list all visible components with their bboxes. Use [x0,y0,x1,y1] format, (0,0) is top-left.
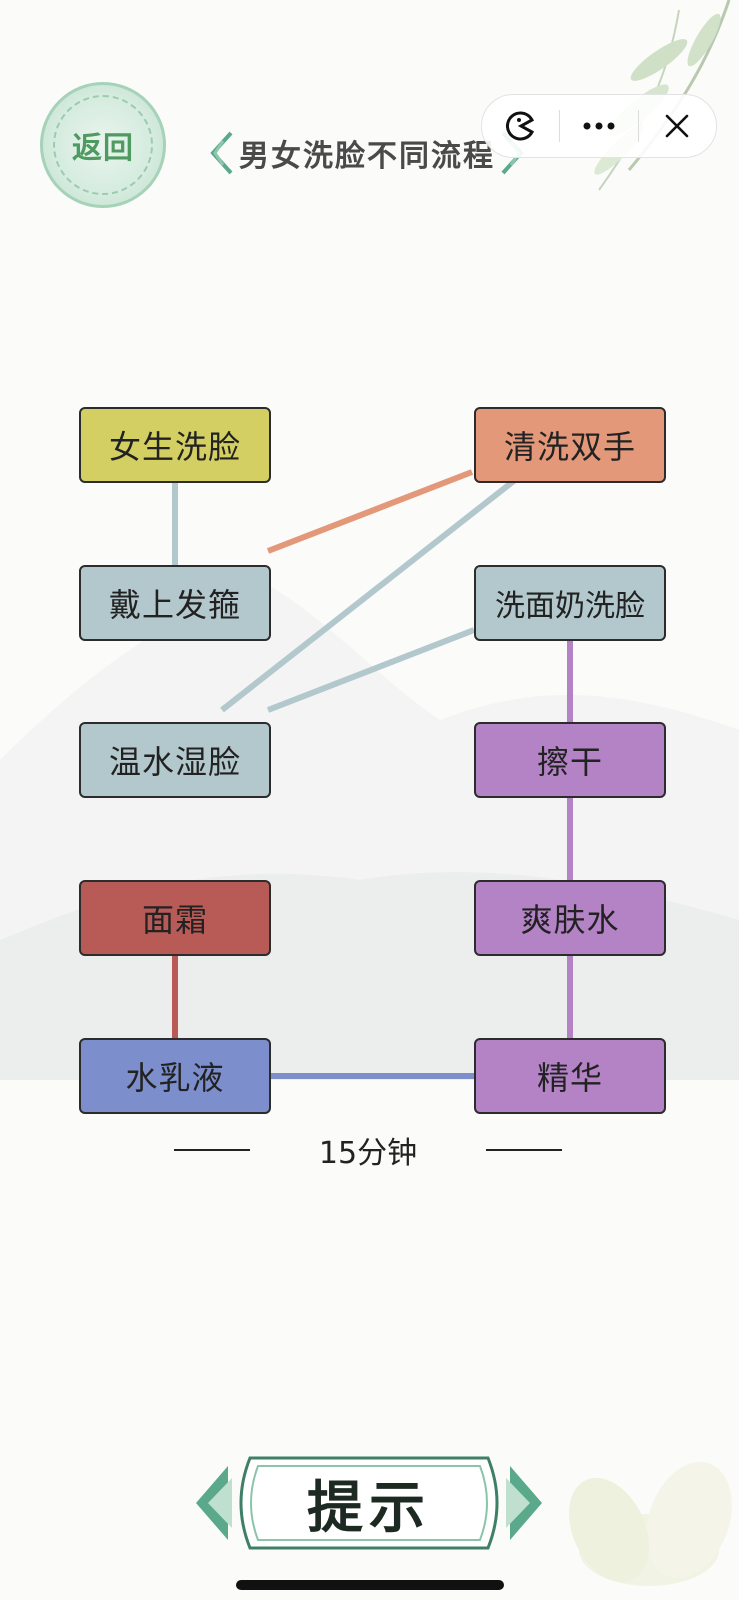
miniprogram-capsule [481,94,717,158]
connector-headband-wash_hands [266,469,474,554]
hint-button-frame [196,1456,542,1550]
time-indicator: 15分钟 [174,1130,562,1171]
home-indicator [236,1580,504,1590]
node-toner[interactable]: 爽肤水 [474,880,666,956]
node-wash-hands[interactable]: 清洗双手 [474,407,666,483]
node-essence[interactable]: 精华 [474,1038,666,1114]
capsule-divider [637,110,639,142]
back-button-label: 返回 [72,131,134,166]
level-title-banner: 男女洗脸不同流程 [172,125,562,181]
close-icon [666,114,689,138]
time-label: 15分钟 [318,1136,418,1171]
node-warm-water[interactable]: 温水湿脸 [79,722,271,798]
connector-warm_water-cleanser [266,627,476,713]
capsule-divider [559,110,561,142]
chevron-left-icon [210,131,233,175]
level-title: 男女洗脸不同流程 [239,139,495,174]
pacman-icon-button[interactable] [482,95,559,157]
hint-button-label: 提示 [307,1474,431,1541]
time-divider-left [174,1149,250,1151]
node-headband[interactable]: 戴上发箍 [79,565,271,641]
back-button[interactable]: 返回 [40,82,166,208]
node-dry[interactable]: 擦干 [474,722,666,798]
node-lotion[interactable]: 水乳液 [79,1038,271,1114]
node-cleanser[interactable]: 洗面奶洗脸 [474,565,666,641]
time-divider-right [486,1149,562,1151]
hint-button[interactable]: 提示 [188,1448,550,1558]
node-female-wash[interactable]: 女生洗脸 [79,407,271,483]
more-button[interactable] [560,95,637,157]
close-button[interactable] [639,95,716,157]
node-cream[interactable]: 面霜 [79,880,271,956]
pacman-icon [505,111,534,141]
more-dots-icon [583,122,615,130]
